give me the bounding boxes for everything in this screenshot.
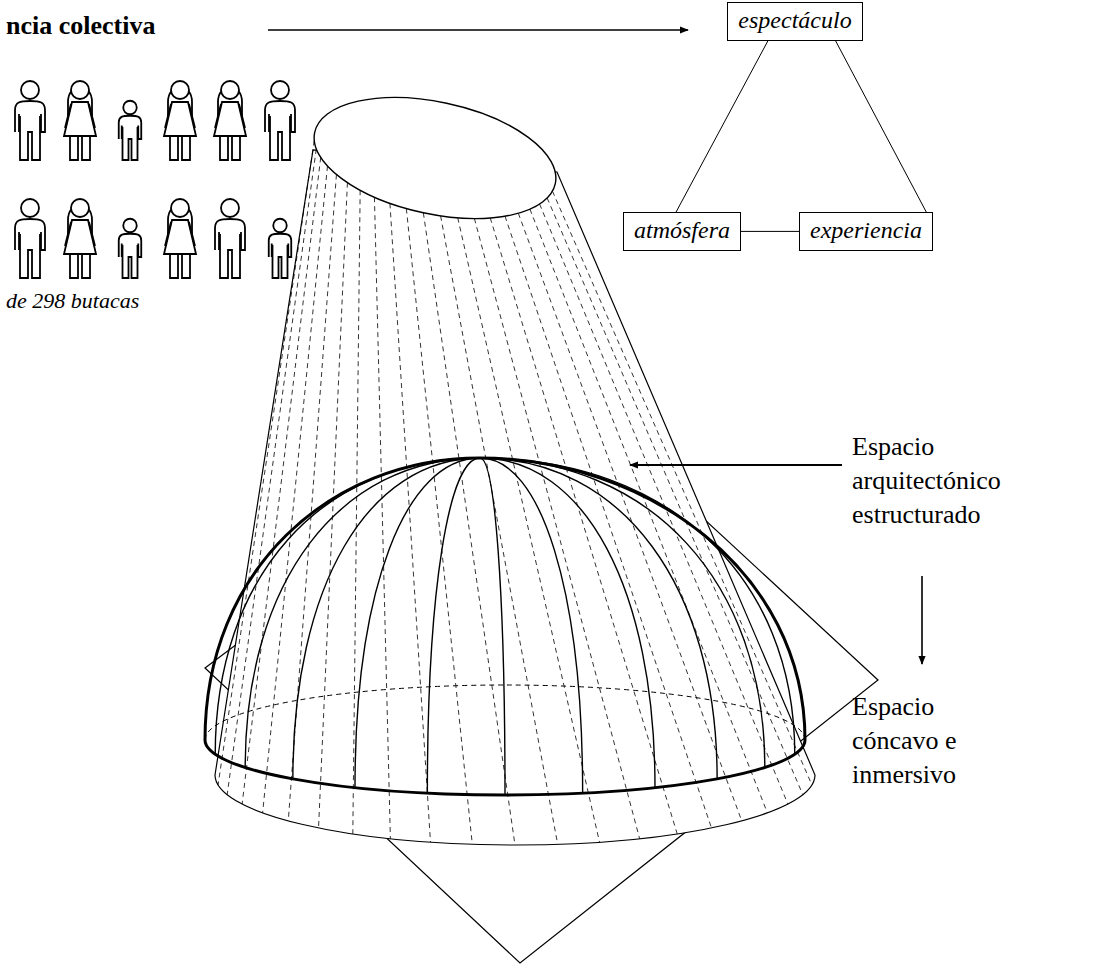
cone-generator: [227, 149, 316, 795]
dome-meridian: [480, 458, 717, 779]
cone-generator: [458, 218, 600, 842]
dome-meridian: [245, 458, 480, 768]
dome-meridian: [480, 458, 765, 768]
result-label: Espacio cóncavo e inmersivo: [852, 690, 987, 791]
heading-label: ncia colectiva: [6, 10, 155, 41]
dome-meridian: [215, 458, 480, 754]
concept-link: [836, 41, 927, 212]
dome-meridian: [480, 458, 795, 754]
person-icon: [214, 81, 246, 160]
cone-generator: [374, 197, 390, 838]
person-icon: [265, 81, 295, 160]
callout-label: Espacio arquitectónico estructurado: [852, 430, 1001, 531]
capacity-note: de 298 butacas: [6, 288, 139, 314]
dome-meridian: [355, 458, 480, 788]
cone-generator: [406, 209, 472, 845]
concept-box: experiencia: [799, 212, 933, 251]
dome-meridian: [480, 458, 505, 795]
cone-generator: [547, 198, 803, 795]
concept-label: atmósfera: [634, 216, 730, 245]
person-icon: [64, 199, 96, 278]
dome-meridian: [480, 458, 583, 793]
concept-label: espectáculo: [738, 6, 851, 35]
cone-generator: [242, 157, 321, 804]
flow-arrow: [268, 29, 688, 31]
cone: [215, 150, 815, 845]
dome-outline: [205, 458, 805, 740]
person-icon: [164, 81, 196, 160]
dome-base-front: [205, 740, 805, 795]
transform-arrow: [921, 576, 923, 664]
concept-box: espectáculo: [727, 2, 862, 41]
concept-box: atmósfera: [623, 212, 741, 251]
callout-arrow: [630, 464, 842, 466]
cone-generator: [390, 203, 431, 842]
person-icon: [64, 81, 96, 160]
cone-top: [303, 78, 567, 239]
concept-link: [676, 41, 768, 212]
cone-generator: [518, 213, 741, 821]
cone-generator: [530, 209, 767, 813]
concept-label: experiencia: [810, 216, 922, 245]
person-icon: [269, 219, 292, 278]
cone-generators: [218, 140, 812, 845]
dome-meridian: [480, 458, 655, 788]
dome-meridians: [215, 458, 795, 795]
person-icon: [215, 199, 245, 278]
cone-generator: [505, 216, 711, 828]
people-icons: [15, 81, 295, 278]
cone-generator: [423, 213, 515, 845]
concept-link: [741, 231, 799, 232]
person-icon: [119, 219, 142, 278]
person-icon: [15, 199, 45, 278]
cone-generator: [490, 218, 677, 834]
cone-generator: [218, 140, 314, 784]
person-icon: [15, 81, 45, 160]
dome-meridian: [427, 458, 480, 793]
person-icon: [119, 101, 142, 160]
cone-generator: [474, 218, 639, 838]
person-icon: [164, 199, 196, 278]
